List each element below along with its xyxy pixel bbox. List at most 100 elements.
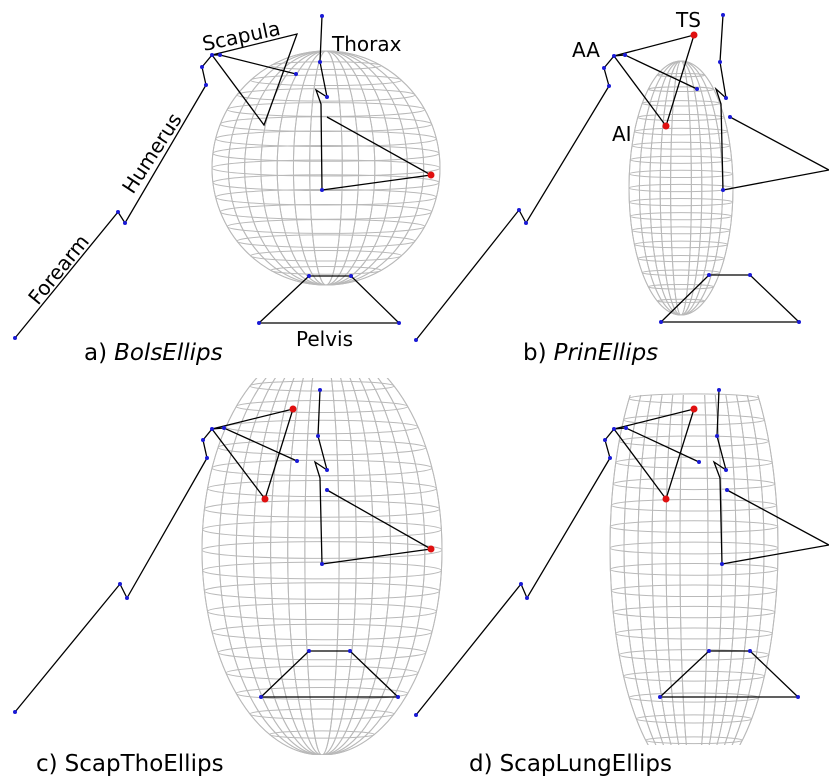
panel-a-skeleton — [13, 14, 435, 340]
mesh-meridian — [638, 60, 724, 316]
mesh-ring — [623, 670, 765, 682]
panel-d-pelvis-segment — [659, 650, 800, 698]
mesh-ring — [631, 226, 731, 235]
mesh-ring — [250, 74, 402, 87]
mesh-ring — [609, 563, 779, 576]
mesh-ring — [628, 197, 734, 207]
mesh-ring — [226, 219, 426, 234]
mesh-ring — [633, 127, 729, 136]
mesh-meridian — [679, 395, 709, 745]
mesh-ring — [236, 234, 416, 248]
mesh-meridian — [244, 50, 408, 286]
panel-d-arm-segment — [415, 457, 611, 716]
panel-d-ellipsoid-mesh — [609, 393, 779, 745]
mesh-meridian — [201, 378, 443, 755]
panel-a-thorax-segment — [314, 15, 434, 191]
panel-c-scapula-segment — [202, 408, 298, 501]
panel-b-skeleton — [414, 13, 829, 342]
mesh-ring — [623, 414, 765, 426]
mesh-meridian — [651, 395, 737, 745]
mesh-meridian — [260, 50, 392, 286]
mesh-ring — [609, 541, 779, 555]
mesh-meridian — [651, 395, 737, 745]
label-thorax: Thorax — [331, 32, 402, 56]
mesh-ring — [629, 155, 733, 164]
caption-a: a)BolsEllips — [84, 340, 223, 366]
mesh-meridian — [309, 50, 343, 286]
mesh-meridian — [665, 395, 723, 745]
mesh-meridian — [276, 50, 376, 286]
caption-c-name: ScapThoEllips — [65, 751, 224, 777]
mesh-meridian — [260, 50, 392, 286]
mesh-ring — [203, 500, 441, 518]
caption-d-name: ScapLungEllips — [500, 751, 672, 777]
caption-c-letter: c) — [36, 751, 58, 777]
panel-d-thorax-segment — [712, 389, 829, 565]
mesh-meridian — [270, 378, 374, 755]
caption-c: c) ScapThoEllips — [36, 751, 224, 777]
panel-c: c) ScapThoEllips — [13, 378, 443, 777]
mesh-ring — [641, 100, 721, 107]
mesh-ring — [633, 240, 729, 249]
panel-b-arm-segment — [415, 85, 610, 341]
mesh-meridian — [637, 395, 751, 745]
panel-a-markers — [13, 14, 435, 340]
mesh-meridian — [609, 395, 779, 745]
mesh-ring — [635, 714, 753, 724]
mesh-ring — [215, 189, 437, 206]
mesh-ring — [612, 477, 776, 491]
mesh-ring — [249, 380, 395, 392]
mesh-ring — [202, 520, 442, 539]
mesh-ring — [631, 141, 731, 150]
mesh-meridian — [287, 378, 357, 755]
panel-a-arm-segment — [14, 84, 207, 339]
mesh-meridian — [623, 395, 765, 745]
caption-b: b)PrinEllips — [523, 340, 658, 366]
mesh-meridian — [304, 378, 340, 755]
mesh-ring — [628, 183, 734, 193]
caption-b-name: PrinEllips — [554, 340, 659, 366]
mesh-ring — [270, 266, 382, 275]
mesh-meridian — [628, 60, 734, 316]
label-humerus: Humerus — [117, 108, 187, 197]
mesh-meridian — [211, 50, 441, 286]
panel-b-thorax-segment — [714, 14, 829, 191]
mesh-ring — [637, 113, 725, 121]
mesh-ring — [628, 393, 760, 404]
panel-d-markers — [414, 388, 800, 717]
mesh-ring — [628, 169, 734, 179]
mesh-meridian — [227, 50, 425, 286]
label-forearm: Forearm — [23, 230, 94, 309]
mesh-ring — [612, 605, 776, 619]
mesh-meridian — [659, 60, 703, 316]
mesh-ring — [618, 435, 770, 447]
panel-d: d)ScapLungEllips — [414, 388, 829, 777]
mesh-ring — [615, 627, 773, 640]
mesh-meridian — [252, 378, 392, 755]
mesh-meridian — [649, 60, 713, 316]
mesh-ring — [211, 159, 441, 177]
panel-d-scapula-segment — [604, 408, 700, 501]
panel-a-ellipsoid-mesh — [211, 50, 441, 286]
panel-b: TS AA AI b)PrinEllips — [414, 8, 829, 366]
panel-b-markers — [414, 13, 801, 342]
mesh-meridian — [244, 50, 408, 286]
panel-d-skeleton — [414, 388, 829, 717]
mesh-ring — [647, 283, 715, 290]
mesh-ring — [269, 730, 375, 739]
label-pelvis: Pelvis — [296, 327, 353, 351]
mesh-ring — [609, 520, 779, 533]
mesh-ring — [637, 255, 725, 263]
mesh-ring — [629, 212, 733, 221]
label-scapula: Scapula — [200, 16, 282, 56]
mesh-meridian — [623, 395, 765, 745]
mesh-ring — [212, 174, 440, 192]
mesh-meridian — [609, 395, 779, 745]
panel-c-thorax-segment — [313, 389, 433, 565]
panel-a: Scapula Thorax Humerus Forearm Pelvis a)… — [13, 14, 441, 366]
caption-a-letter: a) — [84, 340, 107, 366]
mesh-meridian — [292, 50, 360, 286]
mesh-ring — [250, 249, 402, 262]
mesh-ring — [249, 708, 395, 720]
